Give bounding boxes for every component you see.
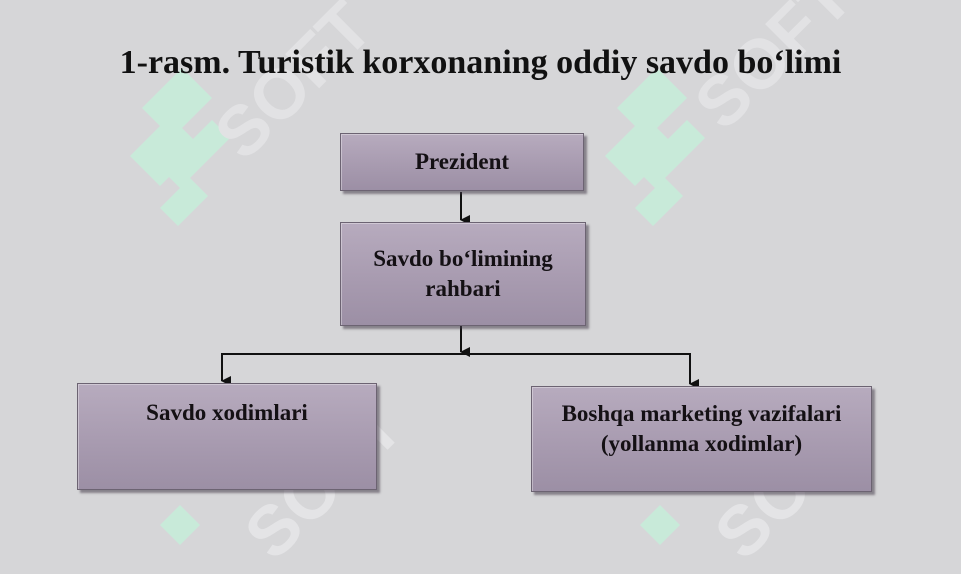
node-sales-staff-label: Savdo xodimlari bbox=[146, 400, 308, 425]
node-other-marketing-line2: (yollanma xodimlar) bbox=[600, 431, 803, 456]
node-sales-head-line2: rahbari bbox=[425, 276, 501, 301]
node-sales-head: Savdo bo‘limining rahbari bbox=[340, 222, 586, 326]
node-sales-head-line1: Savdo bo‘limining bbox=[373, 246, 553, 271]
node-president-label: Prezident bbox=[414, 149, 510, 174]
node-other-marketing: Boshqa marketing vazifalari (yollanma xo… bbox=[531, 386, 872, 492]
node-other-marketing-line1: Boshqa marketing vazifalari bbox=[561, 401, 842, 426]
connector-lines bbox=[221, 192, 699, 389]
branch-line bbox=[221, 353, 691, 384]
figure-title: 1-rasm. Turistik korxonaning oddiy savdo… bbox=[119, 44, 842, 81]
node-president: Prezident bbox=[340, 133, 584, 191]
node-sales-staff: Savdo xodimlari bbox=[77, 383, 377, 490]
